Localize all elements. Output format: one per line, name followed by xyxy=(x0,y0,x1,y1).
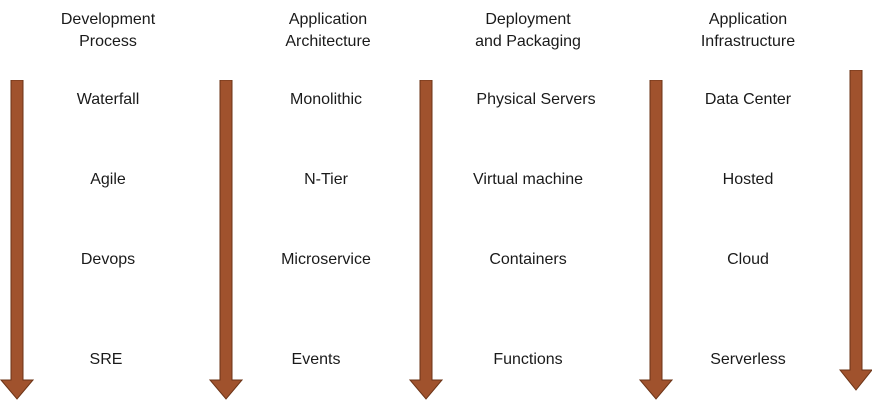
down-arrow-2 xyxy=(209,80,243,400)
down-arrow-3 xyxy=(409,80,443,400)
item-physical-servers: Physical Servers xyxy=(476,91,596,108)
down-arrow-1-shape xyxy=(0,80,34,400)
item-microservice: Microservice xyxy=(281,251,371,268)
down-arrow-4-shape xyxy=(639,80,673,400)
item-agile: Agile xyxy=(90,171,126,188)
column-title-application-architecture: Application Architecture xyxy=(285,11,371,50)
down-arrow-3-shape xyxy=(409,80,443,400)
item-hosted: Hosted xyxy=(722,171,774,188)
item-waterfall: Waterfall xyxy=(76,91,140,108)
down-arrow-4 xyxy=(639,80,673,400)
item-devops: Devops xyxy=(80,251,136,268)
item-virtual-machine: Virtual machine xyxy=(473,171,583,188)
column-title-deployment-packaging: Deployment and Packaging xyxy=(475,11,581,50)
column-title-application-infrastructure: Application Infrastructure xyxy=(700,11,796,50)
item-monolithic: Monolithic xyxy=(289,91,363,108)
down-arrow-1 xyxy=(0,80,34,400)
item-data-center: Data Center xyxy=(704,91,792,108)
down-arrow-2-shape xyxy=(209,80,243,400)
down-arrow-5-shape xyxy=(839,70,872,391)
item-serverless: Serverless xyxy=(710,351,786,368)
item-sre: SRE xyxy=(89,351,123,368)
item-functions: Functions xyxy=(493,351,563,368)
item-containers: Containers xyxy=(489,251,567,268)
item-cloud: Cloud xyxy=(727,251,769,268)
item-n-tier: N-Tier xyxy=(304,171,348,188)
item-events: Events xyxy=(291,351,341,368)
down-arrow-5 xyxy=(839,70,872,391)
column-title-development-process: Development Process xyxy=(60,11,156,50)
